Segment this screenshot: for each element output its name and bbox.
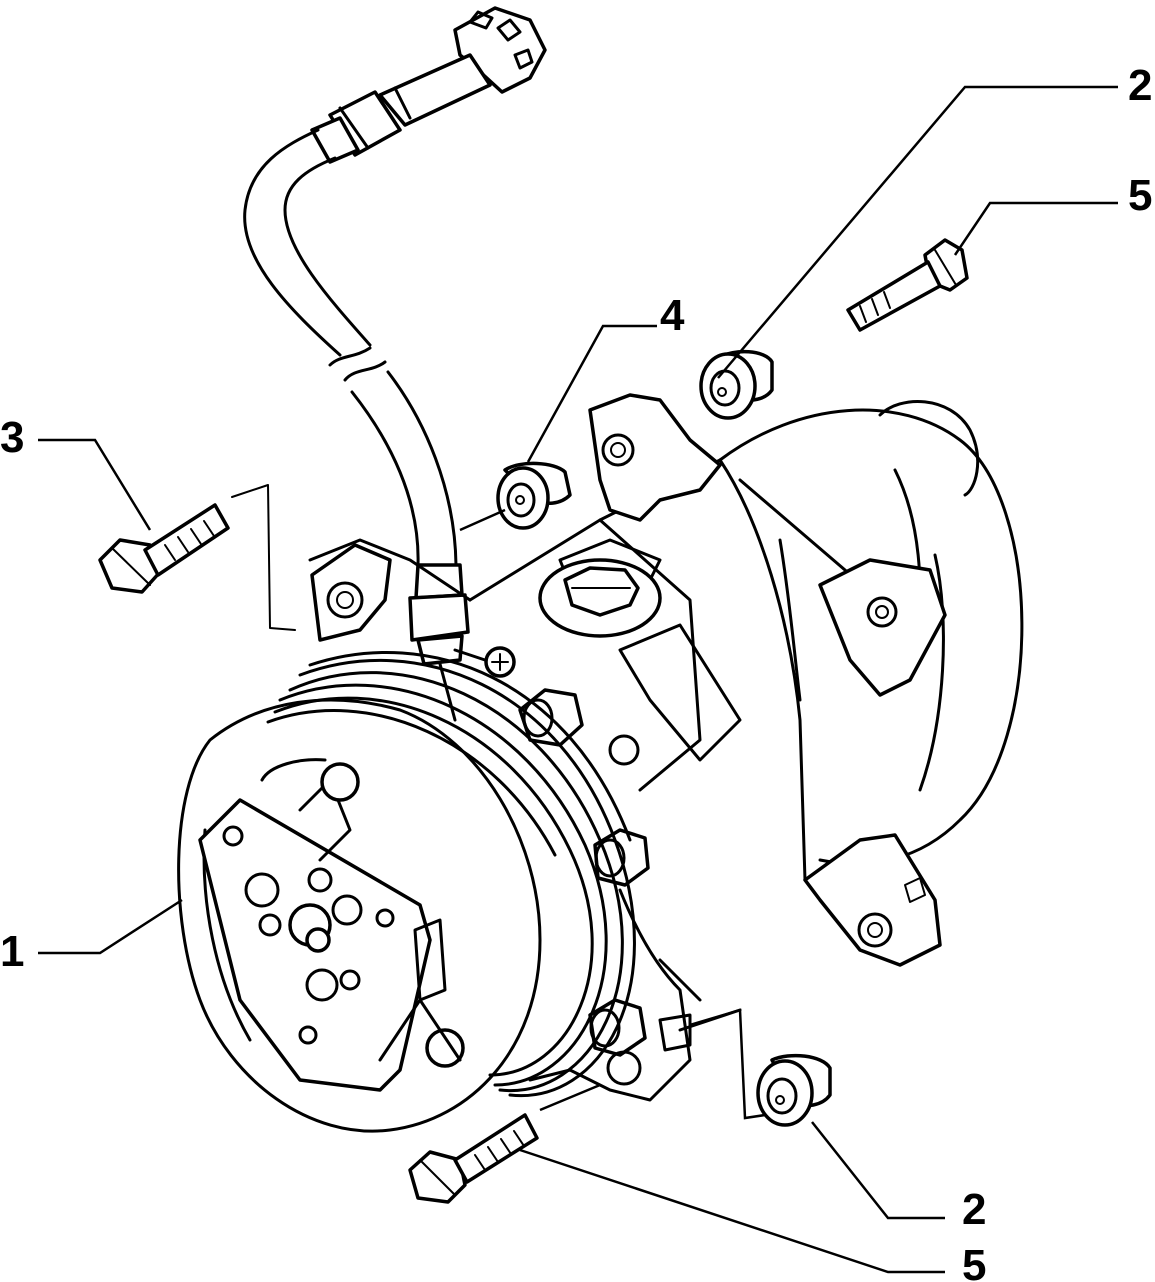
- part-3-centerline: [231, 484, 296, 631]
- callout-2-bottom: 2: [962, 1185, 986, 1234]
- callout-3: 3: [0, 413, 24, 462]
- hose-assembly: [243, 6, 547, 722]
- leader-lines: [38, 85, 1118, 1274]
- part-4-centerline: [459, 508, 506, 532]
- part-2-bottom-centerline: [689, 1008, 766, 1120]
- callout-2-top: 2: [1128, 61, 1152, 110]
- part-5-bottom-centerline: [539, 1083, 601, 1112]
- callout-1: 1: [0, 927, 24, 976]
- callout-4: 4: [660, 291, 685, 340]
- bolt-part-5-bottom: [408, 1113, 539, 1204]
- bolt-part-5-top: [846, 238, 969, 332]
- bushing-part-2-bottom: [756, 1053, 832, 1127]
- bushing-part-2-top: [699, 349, 774, 420]
- callout-labels: 1 2 2 3 4 5 5: [0, 61, 1152, 1282]
- callout-5-top: 5: [1128, 171, 1152, 220]
- bolt-part-3: [98, 503, 230, 594]
- callout-5-bottom: 5: [962, 1241, 986, 1282]
- bushing-part-4: [496, 461, 572, 530]
- compressor-body: [308, 393, 1024, 1102]
- pulley-clutch: [177, 651, 636, 1133]
